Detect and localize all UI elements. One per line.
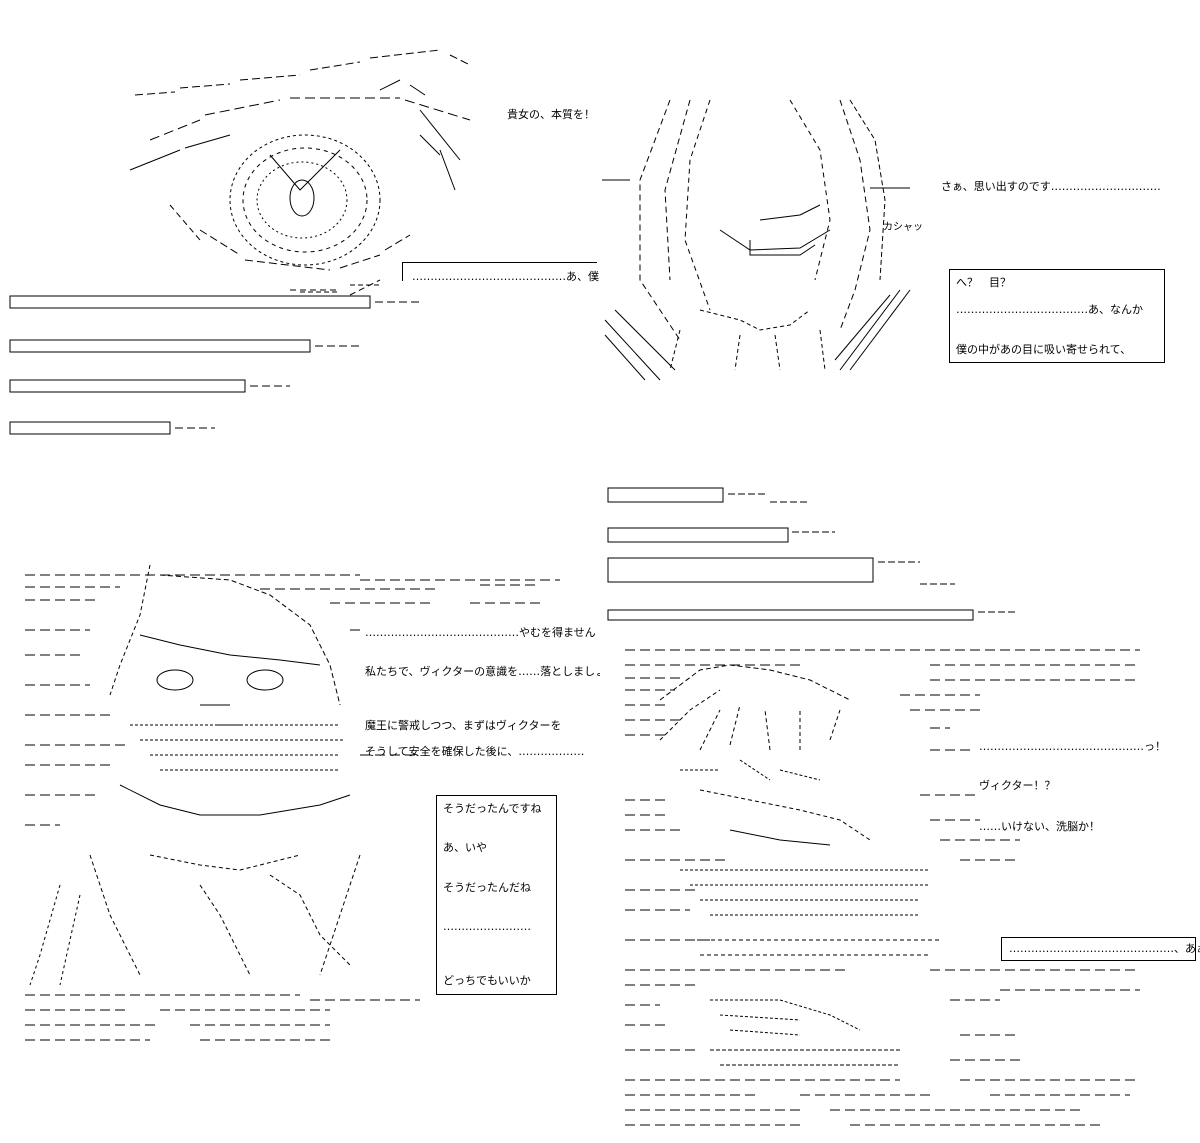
line-soudattan-desune: そうだったんですね bbox=[443, 802, 542, 815]
sfx-kasha: カシャッ bbox=[883, 222, 923, 233]
thought-box-eye: へ？ 目？ ………………………………あ、なんか 僕の中があの目に吸い寄せられて、 bbox=[949, 269, 1165, 363]
line-he-me: へ？ 目？ bbox=[956, 276, 1011, 289]
line-watch-demon-king: 魔王に警戒しつつ、まずはヴィクターを bbox=[365, 719, 562, 732]
line-sucked-in: 僕の中があの目に吸い寄せられて、 bbox=[956, 343, 1132, 356]
panel-hands: さぁ、思い出すのです………………………… カシャッ へ？ 目？ ……………………… bbox=[600, 80, 1200, 400]
boy-ascii-art bbox=[625, 649, 1140, 1126]
line-aa: ………………………………………、あぁ bbox=[1009, 942, 1200, 955]
hands-ascii-art bbox=[602, 99, 911, 381]
bracket-speech-aa bbox=[1001, 937, 1196, 961]
thought-box-girl: そうだったんですね あ、いや そうだったんだね …………………… どっちでもいい… bbox=[436, 795, 557, 995]
eye-ascii-art bbox=[9, 49, 471, 435]
panel-eye: 貴女の、本質を！ ……………………………………あ、僕 bbox=[0, 40, 600, 450]
line-gasp: ………………………………………っ！ bbox=[979, 740, 1166, 753]
line-victor-shout: ヴィクター！？ bbox=[979, 779, 1056, 792]
line-unavoidable: ……………………………………やむを得ません bbox=[365, 626, 596, 639]
line-a-nanka: ………………………………あ、なんか bbox=[956, 303, 1143, 316]
line-soudattan-dane: そうだったんだね bbox=[443, 881, 531, 894]
panel-girl: ……………………………………やむを得ません 私たちで、ヴィクターの意識を……落と… bbox=[0, 555, 600, 1055]
line-a-iya: あ、いや bbox=[443, 841, 487, 854]
caption-remember: さぁ、思い出すのです………………………… bbox=[941, 180, 1161, 193]
line-docchidemo-iika: どっちでもいいか bbox=[443, 974, 531, 987]
line-knock-out-victor: 私たちで、ヴィクターの意識を……落としましょう bbox=[365, 665, 600, 678]
line-ellipsis: …………………… bbox=[443, 920, 531, 933]
girl-ascii-art bbox=[25, 564, 560, 1041]
transition-lines-right bbox=[607, 487, 1015, 621]
line-brainwashed: ……いけない、洗脳か！ bbox=[979, 820, 1100, 833]
caption-your-true-nature: 貴女の、本質を！ bbox=[507, 108, 595, 121]
line-after-securing: そうして安全を確保した後に、……………… bbox=[365, 745, 585, 758]
panel-boy: ………………………………………っ！ ヴィクター！？ ……いけない、洗脳か！ ……… bbox=[600, 640, 1200, 1143]
bracket-speech-a-boku bbox=[402, 262, 597, 281]
line-a-boku: ……………………………………あ、僕 bbox=[412, 270, 599, 283]
